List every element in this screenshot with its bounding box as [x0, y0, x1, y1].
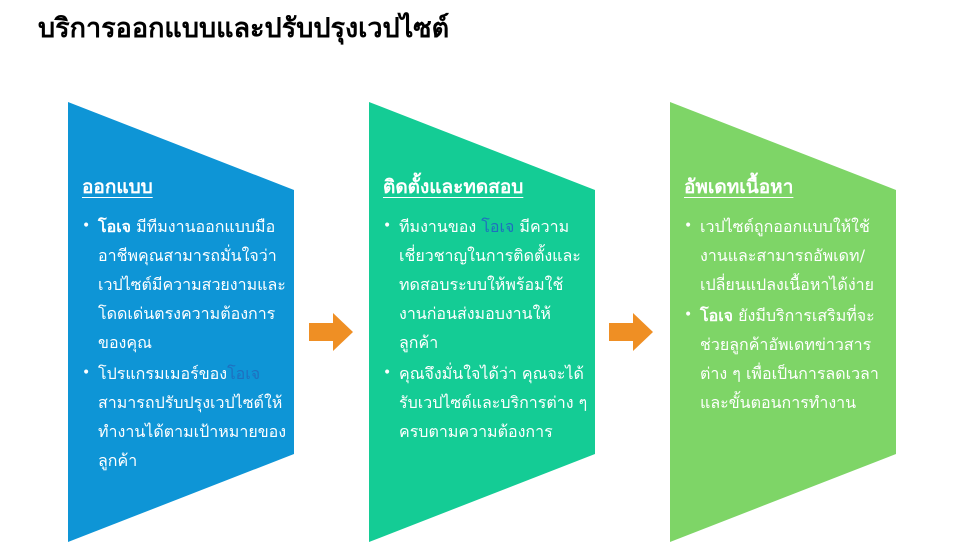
- bullet-text: โปรแกรมเมอร์ของ: [98, 364, 228, 383]
- bullet-text-after: มีความเชี่ยวชาญในการติดตั้งและทดสอบระบบใ…: [399, 217, 581, 352]
- bullet-item: โอเจ ยังมีบริการเสริมที่จะช่วยลูกค้าอัพเ…: [684, 301, 889, 417]
- bullet-item: คุณจึงมั่นใจได้ว่า คุณจะได้รับเวปไซต์และ…: [383, 359, 588, 446]
- step-panel-update-content: อัพเดทเนื้อหา เวปไซต์ถูกออกแบบให้ใช้งานแ…: [670, 102, 896, 542]
- brand-highlight: โอเจ: [227, 364, 261, 383]
- brand-highlight: โอเจ: [700, 306, 734, 325]
- step-heading-install-test: ติดตั้งและทดสอบ: [383, 176, 524, 198]
- bullet-text: เวปไซต์ถูกออกแบบให้ใช้งานและสามารถอัพเดท…: [700, 217, 874, 294]
- arrow-right-icon: [309, 313, 353, 351]
- bullet-item: เวปไซต์ถูกออกแบบให้ใช้งานและสามารถอัพเดท…: [684, 212, 889, 299]
- step-bullet-list: ทีมงานของ โอเจ มีความเชี่ยวชาญในการติดตั…: [383, 212, 588, 446]
- bullet-text: มีทีมงานออกแบบมืออาชีพคุณสามารถมั่นใจว่า…: [98, 217, 286, 352]
- step-panel-content: ออกแบบ โอเจ มีทีมงานออกแบบมืออาชีพคุณสาม…: [82, 172, 287, 477]
- step-heading-design: ออกแบบ: [82, 176, 153, 198]
- bullet-item: โปรแกรมเมอร์ของโอเจสามารถปรับปรุงเวปไซต์…: [82, 359, 287, 475]
- brand-highlight: โอเจ: [98, 217, 132, 236]
- bullet-text: ยังมีบริการเสริมที่จะช่วยลูกค้าอัพเดทข่า…: [700, 306, 879, 412]
- step-panel-design: ออกแบบ โอเจ มีทีมงานออกแบบมืออาชีพคุณสาม…: [68, 102, 294, 542]
- arrow-right-icon: [609, 313, 653, 351]
- bullet-text-after: สามารถปรับปรุงเวปไซต์ให้ทำงานได้ตามเป้าห…: [98, 393, 287, 470]
- page-title: บริการออกแบบและปรับปรุงเวปไซต์: [38, 13, 450, 44]
- step-bullet-list: เวปไซต์ถูกออกแบบให้ใช้งานและสามารถอัพเดท…: [684, 212, 889, 417]
- brand-highlight: โอเจ: [481, 217, 515, 236]
- step-heading-update-content: อัพเดทเนื้อหา: [684, 176, 794, 198]
- bullet-text: คุณจึงมั่นใจได้ว่า คุณจะได้รับเวปไซต์และ…: [399, 364, 588, 441]
- step-panel-content: ติดตั้งและทดสอบ ทีมงานของ โอเจ มีความเชี…: [383, 172, 588, 448]
- bullet-text: ทีมงานของ: [399, 217, 482, 236]
- bullet-item: ทีมงานของ โอเจ มีความเชี่ยวชาญในการติดตั…: [383, 212, 588, 357]
- bullet-item: โอเจ มีทีมงานออกแบบมืออาชีพคุณสามารถมั่น…: [82, 212, 287, 357]
- step-panel-content: อัพเดทเนื้อหา เวปไซต์ถูกออกแบบให้ใช้งานแ…: [684, 172, 889, 419]
- step-bullet-list: โอเจ มีทีมงานออกแบบมืออาชีพคุณสามารถมั่น…: [82, 212, 287, 475]
- step-panel-install-test: ติดตั้งและทดสอบ ทีมงานของ โอเจ มีความเชี…: [369, 102, 595, 542]
